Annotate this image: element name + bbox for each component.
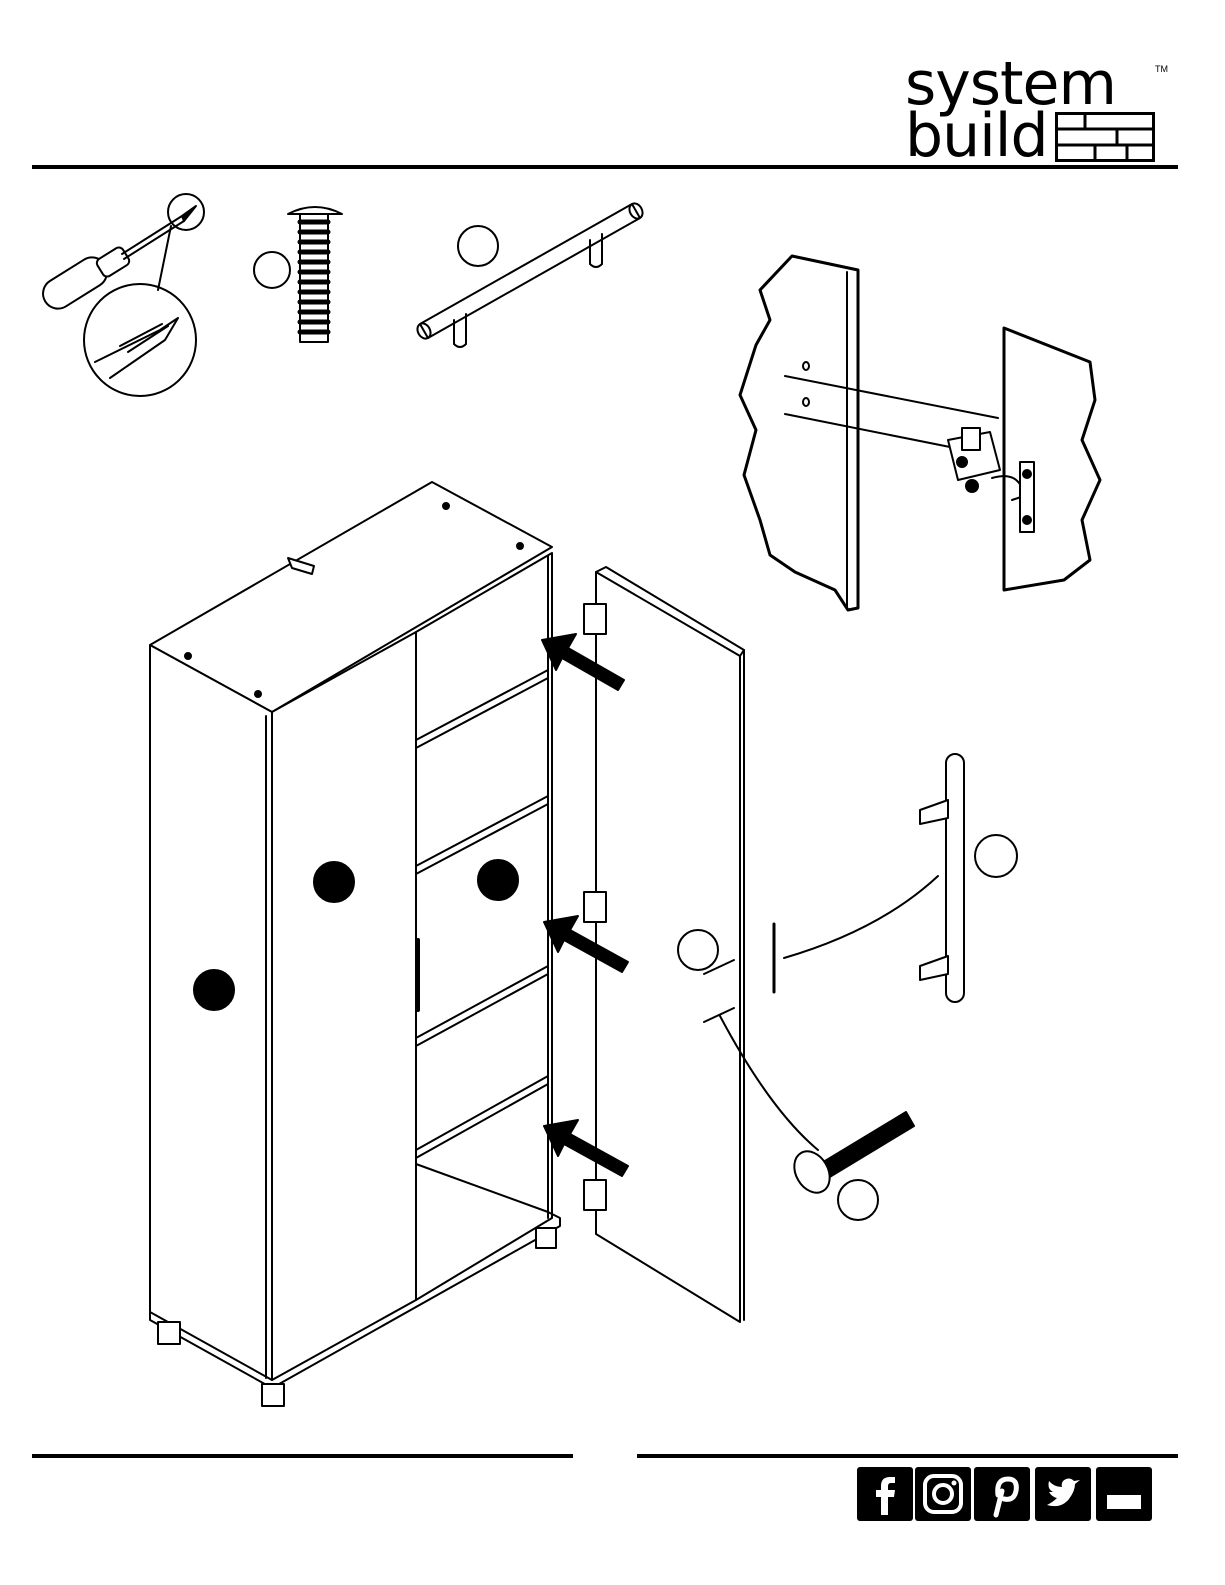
pinterest-icon[interactable] [974, 1467, 1030, 1521]
part-callout-circle [254, 252, 290, 288]
instagram-icon[interactable] [915, 1467, 971, 1521]
facebook-icon[interactable] [857, 1467, 913, 1521]
twitter-icon[interactable] [1035, 1467, 1091, 1521]
footer-rule-right [637, 1454, 1178, 1458]
part-callout-circle [838, 1180, 878, 1220]
part-callout-circle [975, 835, 1017, 877]
youtube-icon[interactable] [1096, 1467, 1152, 1521]
cabinet-illustration [150, 482, 1017, 1406]
screwdriver-icon [37, 194, 204, 396]
hinge-detail [740, 256, 1100, 610]
part-callout-circle [458, 226, 498, 266]
screw-icon [288, 207, 342, 342]
footer-rule-left [32, 1454, 573, 1458]
handle-icon [415, 201, 645, 347]
